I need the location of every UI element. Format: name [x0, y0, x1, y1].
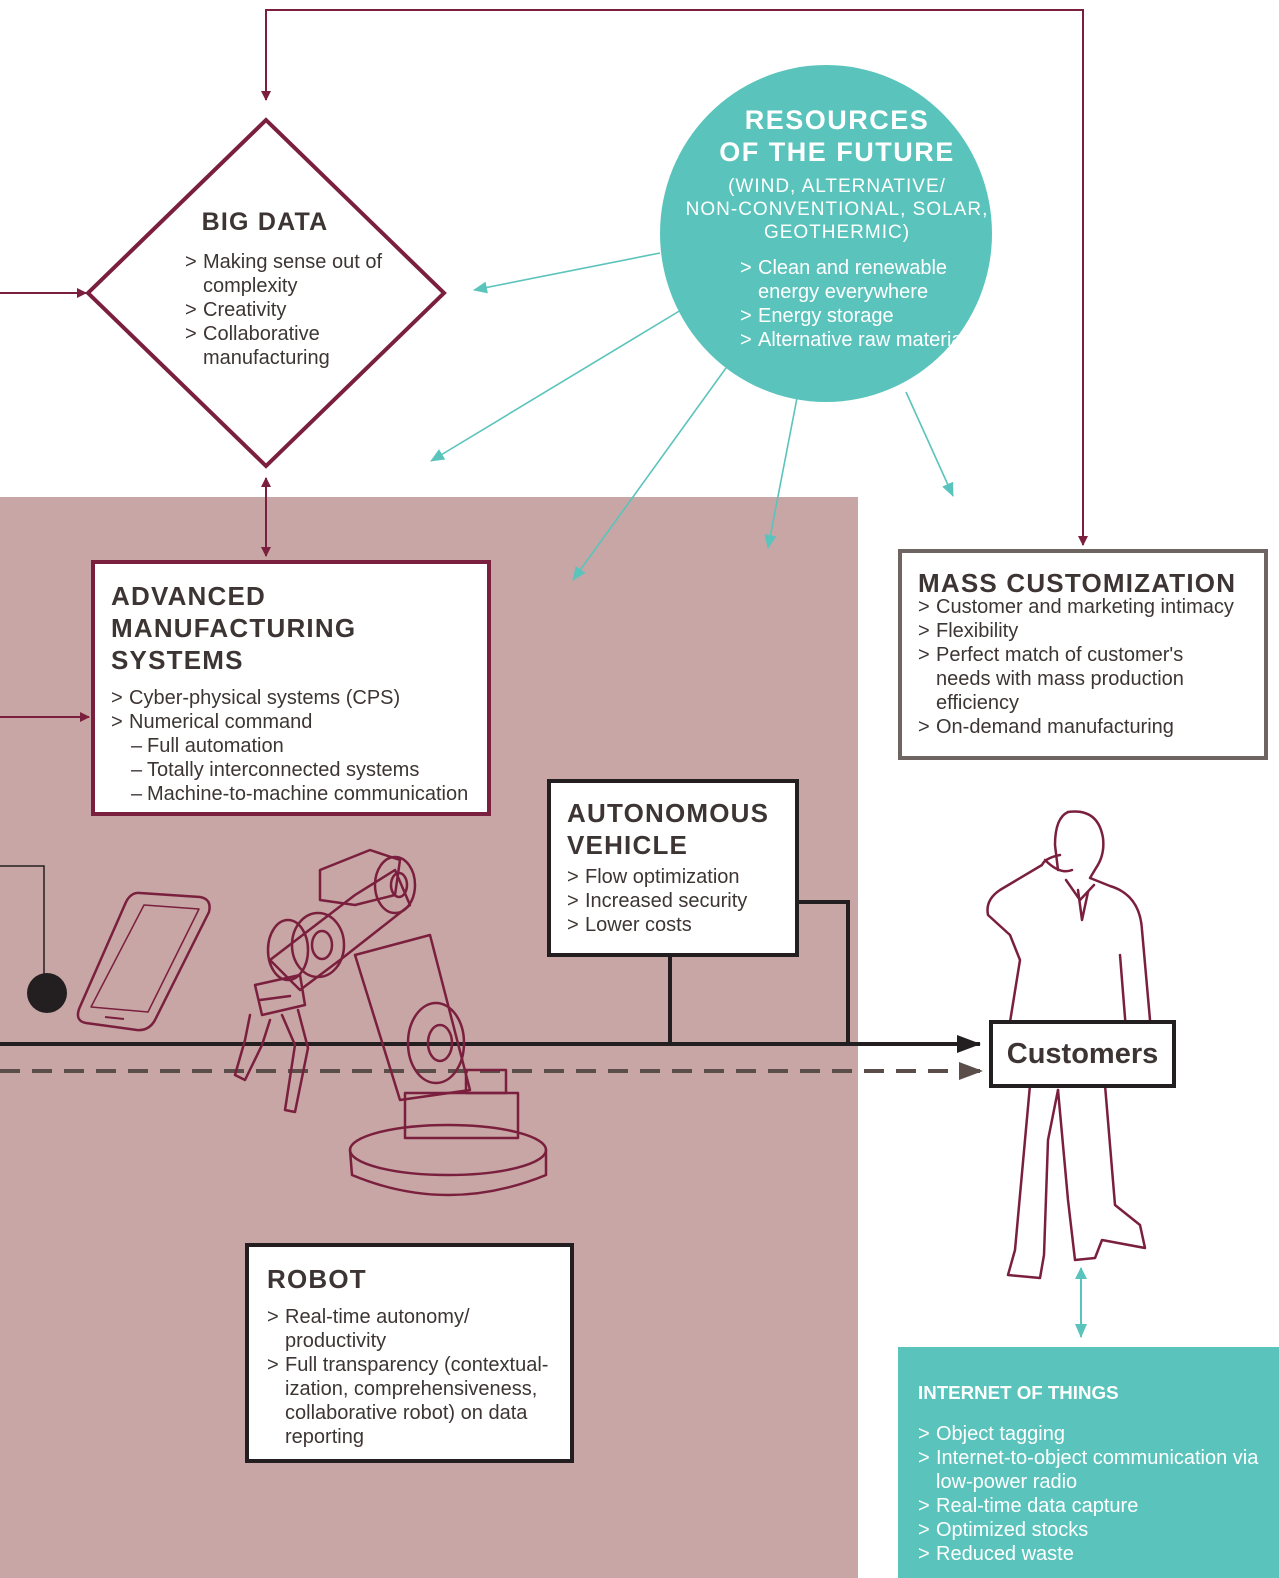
internet-of-things-box: INTERNET OF THINGS >Object tagging >Inte…: [898, 1347, 1279, 1578]
robot-arm-illustration: [233, 848, 548, 1197]
list-item: >Customer and marketing intimacy: [918, 596, 1234, 618]
vehicle-right-line: [799, 900, 850, 1044]
list-item: >Flow optimization: [567, 866, 740, 888]
list-item: >Clean and renewable energy everywhere: [740, 257, 948, 303]
list-item: –Full automation: [131, 735, 284, 757]
list-item: >Optimized stocks: [918, 1519, 1089, 1542]
resources-subtitle: (WIND, ALTERNATIVE/ NON-CONVENTIONAL, SO…: [660, 175, 1014, 244]
list-item: >Collaborative manufacturing: [185, 323, 330, 369]
list-item: >Full transparency (contextual-ization, …: [267, 1354, 549, 1448]
list-item: >Real-time data capture: [918, 1495, 1139, 1518]
list-item: >Reduced waste: [918, 1543, 1074, 1566]
autonomous-vehicle-box: AUTONOMOUS VEHICLE >Flow optimization >I…: [547, 779, 799, 957]
list-item: –Machine-to-machine communication: [131, 783, 469, 805]
resources-subtitle-line3: GEOTHERMIC): [763, 222, 911, 243]
list-item: >Cyber-physical systems (CPS): [111, 687, 401, 709]
mass-customization-box: MASS CUSTOMIZATION >Customer and marketi…: [898, 549, 1268, 760]
iot-list: >Object tagging >Internet-to-object comm…: [918, 1422, 1265, 1566]
iot-title: INTERNET OF THINGS: [918, 1381, 1119, 1403]
list-item: >On-demand manufacturing: [918, 716, 1174, 738]
resources-title-line1: RESOURCES: [744, 105, 930, 135]
customer-person-illustration: [986, 810, 1152, 1280]
smartphone-illustration: [76, 891, 211, 1032]
resources-arrow-mass-custom: [905, 391, 954, 497]
list-item: >Real-time autonomy/ productivity: [267, 1306, 470, 1352]
resources-title-line2: OF THE FUTURE: [719, 137, 955, 167]
sensor-node: [27, 973, 67, 1013]
list-item: >Alternative raw materials: [740, 329, 977, 351]
list-item: >Making sense out of complexity: [185, 251, 382, 297]
list-item: >Flexibility: [918, 620, 1019, 642]
robot-list: >Real-time autonomy/ productivity >Full …: [267, 1305, 556, 1449]
customers-box: Customers: [989, 1020, 1176, 1088]
advanced-manufacturing-box: ADVANCED MANUFACTURING SYSTEMS >Cyber-ph…: [91, 560, 491, 816]
resources-subtitle-line1: (WIND, ALTERNATIVE/: [728, 176, 946, 197]
resources-arrow-big-data: [473, 252, 661, 294]
big-data-list: >Making sense out of complexity >Creativ…: [185, 250, 385, 370]
resources-subtitle-line2: NON-CONVENTIONAL, SOLAR,: [685, 199, 989, 220]
robot-title: ROBOT: [267, 1264, 367, 1294]
autonomous-vehicle-list: >Flow optimization >Increased security >…: [567, 865, 795, 937]
list-item: >Numerical command: [111, 711, 313, 733]
resources-title: RESOURCES OF THE FUTURE: [660, 104, 1014, 168]
big-data-title: BIG DATA: [201, 208, 329, 236]
list-item: >Object tagging: [918, 1423, 1065, 1446]
resources-arrow-floor-1: [430, 309, 682, 462]
mass-customization-title: MASS CUSTOMIZATION: [918, 568, 1237, 598]
list-item: >Increased security: [567, 890, 748, 912]
list-item: >Perfect match of customer's needs with …: [918, 644, 1184, 714]
list-item: >Creativity: [185, 299, 287, 321]
top-loop-connector: [261, 9, 1088, 546]
robot-box: ROBOT >Real-time autonomy/ productivity …: [245, 1243, 574, 1463]
resources-arrow-floor-2: [572, 367, 727, 581]
big-data-content: BIG DATA >Making sense out of complexity…: [185, 206, 385, 370]
sensor-wire: [0, 865, 45, 976]
resources-arrow-floor-3: [764, 397, 798, 549]
list-item: >Lower costs: [567, 914, 692, 936]
big-data-diamond: [85, 117, 447, 469]
list-item: –Totally interconnected systems: [131, 759, 420, 781]
resources-list: >Clean and renewable energy everywhere >…: [740, 256, 980, 352]
customers-label: Customers: [1006, 1038, 1159, 1070]
resources-circle: [660, 65, 992, 402]
autonomous-vehicle-title: AUTONOMOUS VEHICLE: [567, 798, 770, 860]
advanced-manufacturing-title: ADVANCED MANUFACTURING SYSTEMS: [111, 581, 357, 675]
list-item: >Energy storage: [740, 305, 894, 327]
mass-customization-list: >Customer and marketing intimacy >Flexib…: [918, 595, 1264, 739]
list-item: >Internet-to-object communication via lo…: [918, 1447, 1259, 1494]
advanced-manufacturing-list: >Cyber-physical systems (CPS) >Numerical…: [111, 686, 487, 806]
